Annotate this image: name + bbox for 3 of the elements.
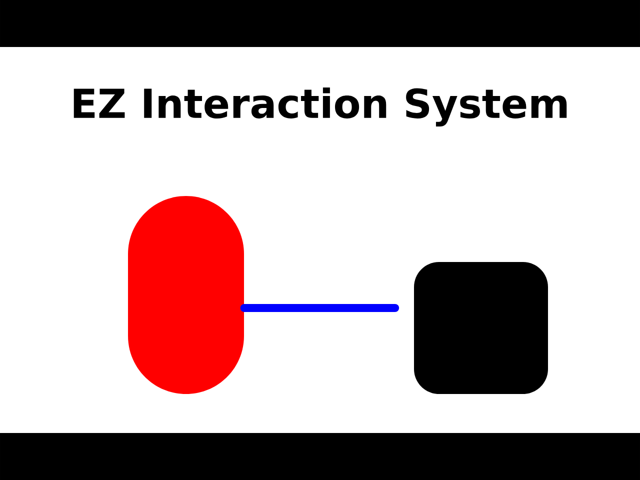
capsule-shape [128,196,244,394]
connector-line [240,304,400,312]
title: EZ Interaction System [74,88,567,127]
